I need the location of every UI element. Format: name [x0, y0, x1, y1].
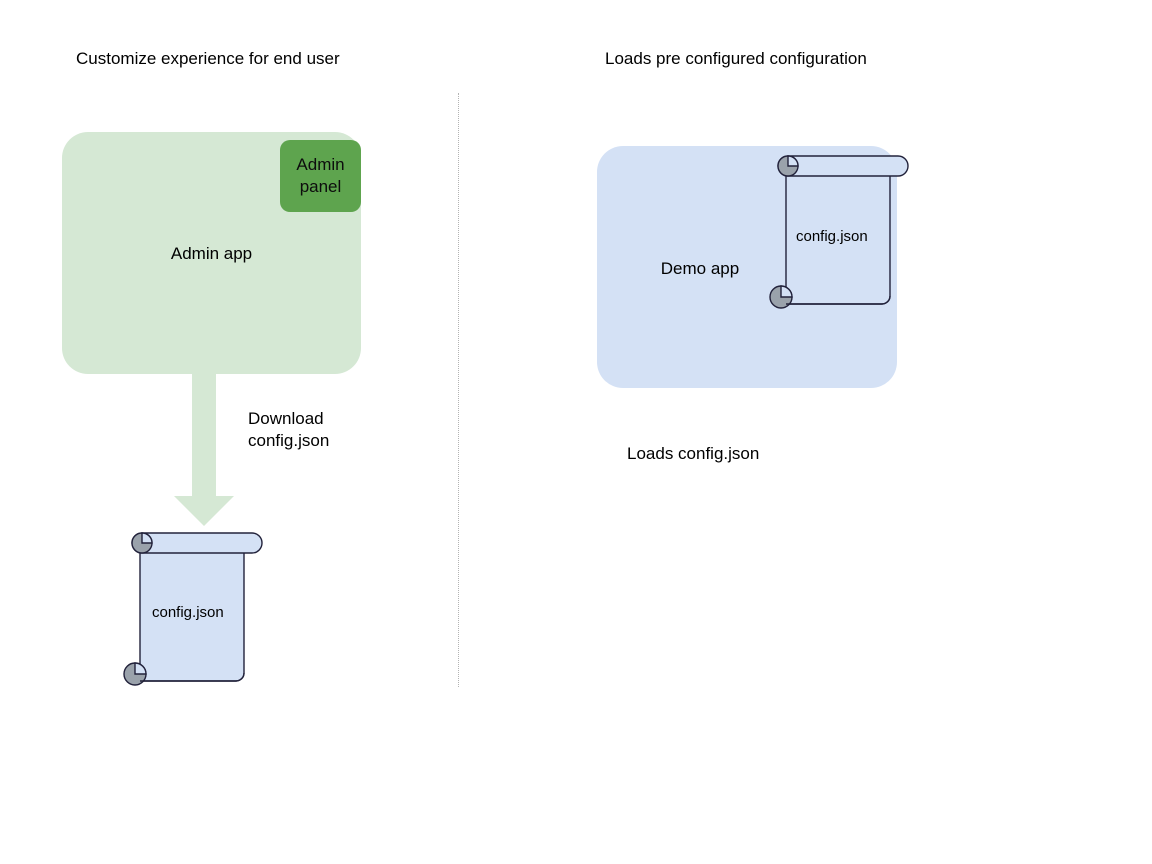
config-json-document-right[interactable]	[764, 150, 924, 320]
admin-app-label: Admin app	[170, 244, 253, 263]
download-arrow-label-line1: Download	[248, 409, 324, 428]
admin-panel-label-line1: Admin	[296, 155, 345, 174]
demo-app-label: Demo app	[660, 259, 740, 278]
download-arrow-label: Download config.json	[248, 408, 329, 452]
admin-panel-chip[interactable]: Admin panel	[280, 140, 361, 212]
panel-divider	[458, 93, 459, 687]
config-json-label-left: config.json	[152, 604, 224, 621]
download-arrow-label-line2: config.json	[248, 431, 330, 450]
download-arrow-icon	[174, 370, 234, 526]
loads-config-caption: Loads config.json	[627, 444, 760, 463]
admin-panel-label-line2: panel	[299, 177, 342, 196]
config-json-document-left[interactable]	[118, 527, 278, 697]
right-section-title: Loads pre configured configuration	[605, 49, 867, 68]
config-json-label-right: config.json	[796, 228, 868, 245]
left-section-title: Customize experience for end user	[76, 49, 340, 68]
